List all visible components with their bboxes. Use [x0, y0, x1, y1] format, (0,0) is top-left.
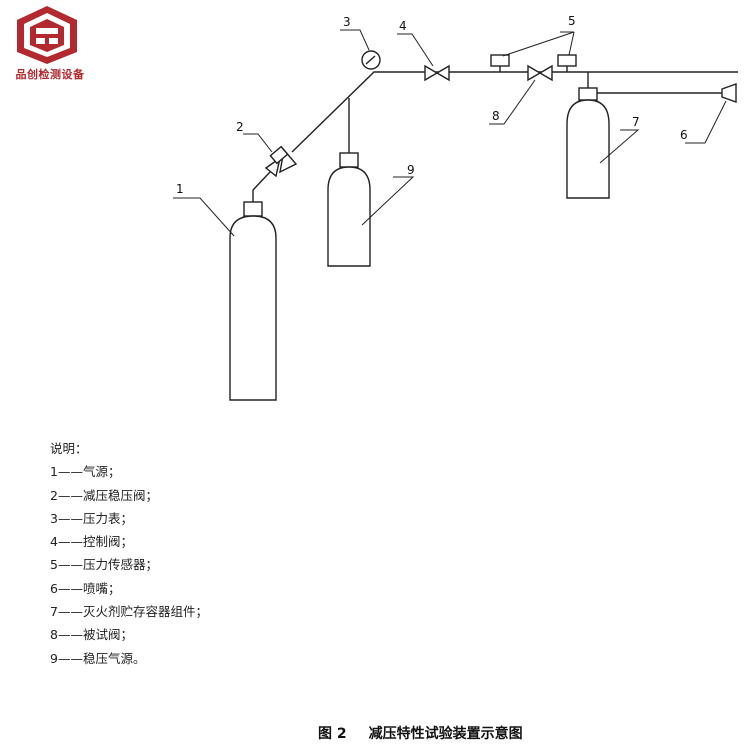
logo-mark-icon — [17, 6, 77, 64]
callout-8: 8 — [492, 109, 500, 123]
valve-under-test — [527, 64, 553, 82]
callout-7: 7 — [632, 115, 640, 129]
control-valve — [424, 64, 450, 82]
figure-number: 图 2 — [318, 726, 347, 742]
nozzle — [721, 83, 737, 103]
main-pipe — [291, 71, 738, 153]
test-apparatus-diagram: 1 2 3 4 5 6 7 8 9 — [173, 14, 738, 401]
legend-item: 3——压力表； — [50, 510, 133, 526]
legend-item: 5——压力传感器； — [50, 557, 158, 573]
legend-item: 4——控制阀； — [50, 534, 133, 550]
callout-2: 2 — [236, 120, 244, 134]
brand-name: 品创检测设备 — [15, 68, 85, 81]
pressure-sensor-2 — [557, 54, 577, 72]
callout-3: 3 — [343, 15, 351, 29]
gas-source-cylinder — [229, 201, 277, 401]
pressure-regulator — [264, 145, 298, 178]
legend-item: 1——气源； — [50, 464, 121, 480]
legend-item: 7——灭火剂贮存容器组件； — [50, 604, 208, 620]
callout-6: 6 — [680, 128, 688, 142]
legend-title: 说明： — [50, 441, 88, 456]
agent-container-assembly — [566, 87, 610, 199]
callout-1: 1 — [176, 182, 184, 196]
legend: 说明： 1——气源； 2——减压稳压阀； 3——压力表； 4——控制阀； 5——… — [50, 437, 208, 670]
callout-labels: 1 2 3 4 5 6 7 8 9 — [176, 14, 688, 196]
legend-item: 8——被试阀； — [50, 627, 133, 643]
callout-4: 4 — [399, 19, 407, 33]
legend-item: 6——喷嘴； — [50, 580, 121, 596]
pressure-sensor-1 — [490, 54, 510, 72]
legend-item: 9——稳压气源。 — [50, 650, 146, 666]
pipe-source-to-regulator — [252, 171, 271, 202]
callout-9: 9 — [407, 163, 415, 177]
figure-title: 减压特性试验装置示意图 — [368, 726, 523, 742]
leader-lines — [173, 29, 727, 237]
stabilized-gas-cylinder — [327, 152, 371, 267]
legend-item: 2——减压稳压阀； — [50, 487, 158, 503]
pressure-gauge — [361, 50, 381, 70]
callout-5: 5 — [568, 14, 576, 28]
figure-caption: 图 2 减压特性试验装置示意图 — [318, 723, 523, 743]
brand-logo: 品创检测设备 — [0, 0, 110, 90]
